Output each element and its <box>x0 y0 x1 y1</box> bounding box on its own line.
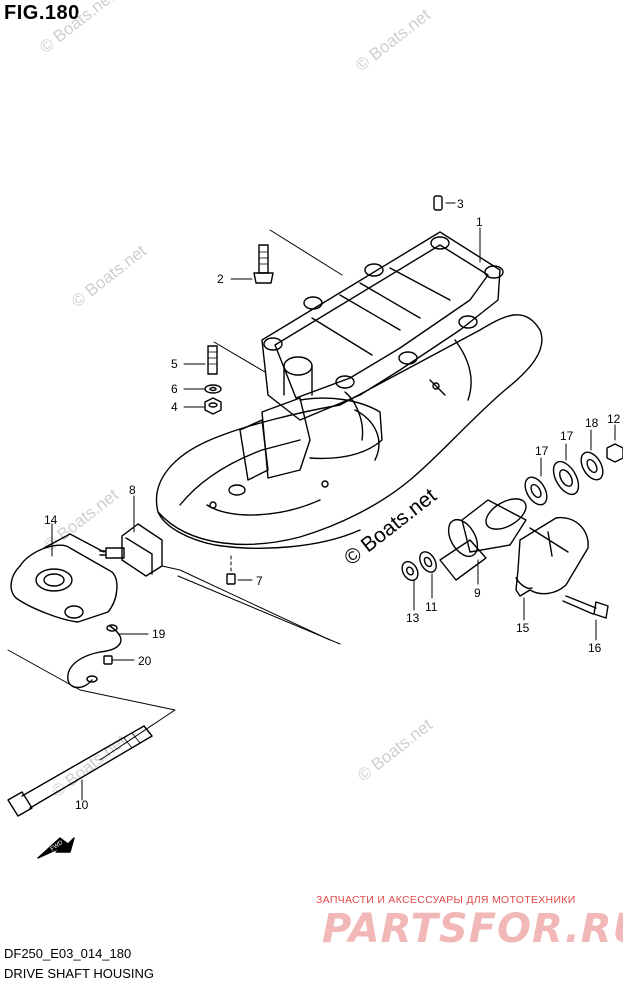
callout-12: 12 <box>607 412 621 426</box>
washer-6 <box>204 384 222 394</box>
leader-lines <box>51 202 616 801</box>
callout-2: 2 <box>217 272 224 286</box>
callout-8: 8 <box>129 483 136 497</box>
callout-10: 10 <box>75 798 89 812</box>
washer-13 <box>401 560 419 582</box>
callout-16: 16 <box>588 641 602 655</box>
stud-5 <box>207 345 218 375</box>
guide-lines <box>7 565 341 761</box>
callout-11: 11 <box>425 600 438 614</box>
advert-tagline: ЗАПЧАСТИ И АКСЕССУАРЫ ДЛЯ МОТОТЕХНИКИ <box>316 894 576 906</box>
washer-11 <box>419 551 437 573</box>
callout-14: 14 <box>44 513 58 527</box>
callout-17b: 17 <box>560 429 574 443</box>
callout-13: 13 <box>406 611 420 625</box>
callout-5: 5 <box>171 357 178 371</box>
nut-4 <box>204 397 222 415</box>
figure-title: FIG.180 <box>4 2 80 24</box>
mount-rubber-9 <box>439 498 527 581</box>
mount-cover-15 <box>515 516 589 597</box>
fwd-arrow-icon: FWD <box>37 837 75 859</box>
stud-bolt-2 <box>253 244 274 284</box>
long-bolt-10 <box>7 725 153 817</box>
washer-17b <box>552 460 580 496</box>
washer-17a <box>524 476 548 506</box>
advert-logo: PARTSFOR.RU <box>322 906 623 952</box>
figure-code: DF250_E03_014_180 <box>4 946 132 961</box>
callout-15: 15 <box>516 621 530 635</box>
ground-wire-19 <box>67 624 122 689</box>
screw-20 <box>103 655 113 665</box>
callout-9: 9 <box>474 586 481 600</box>
figure-name: DRIVE SHAFT HOUSING <box>4 966 155 981</box>
callout-7: 7 <box>256 574 263 588</box>
bolt-7 <box>226 555 236 585</box>
grommet-8 <box>99 523 163 577</box>
callout-17a: 17 <box>535 444 549 458</box>
washer-18 <box>580 451 604 481</box>
callouts: 1 2 3 4 5 6 7 8 9 10 11 12 13 14 15 16 1… <box>44 197 621 812</box>
callout-18: 18 <box>585 416 599 430</box>
dowel-pin-3 <box>433 195 443 211</box>
drive-shaft-housing <box>155 229 543 549</box>
callout-3: 3 <box>457 197 464 211</box>
callout-4: 4 <box>171 400 178 414</box>
callout-1: 1 <box>476 215 483 229</box>
callout-20: 20 <box>138 654 152 668</box>
nut-12 <box>606 443 623 463</box>
bolt-16 <box>562 595 609 619</box>
bracket-14 <box>10 533 118 623</box>
callout-6: 6 <box>171 382 178 396</box>
callout-19: 19 <box>152 627 166 641</box>
